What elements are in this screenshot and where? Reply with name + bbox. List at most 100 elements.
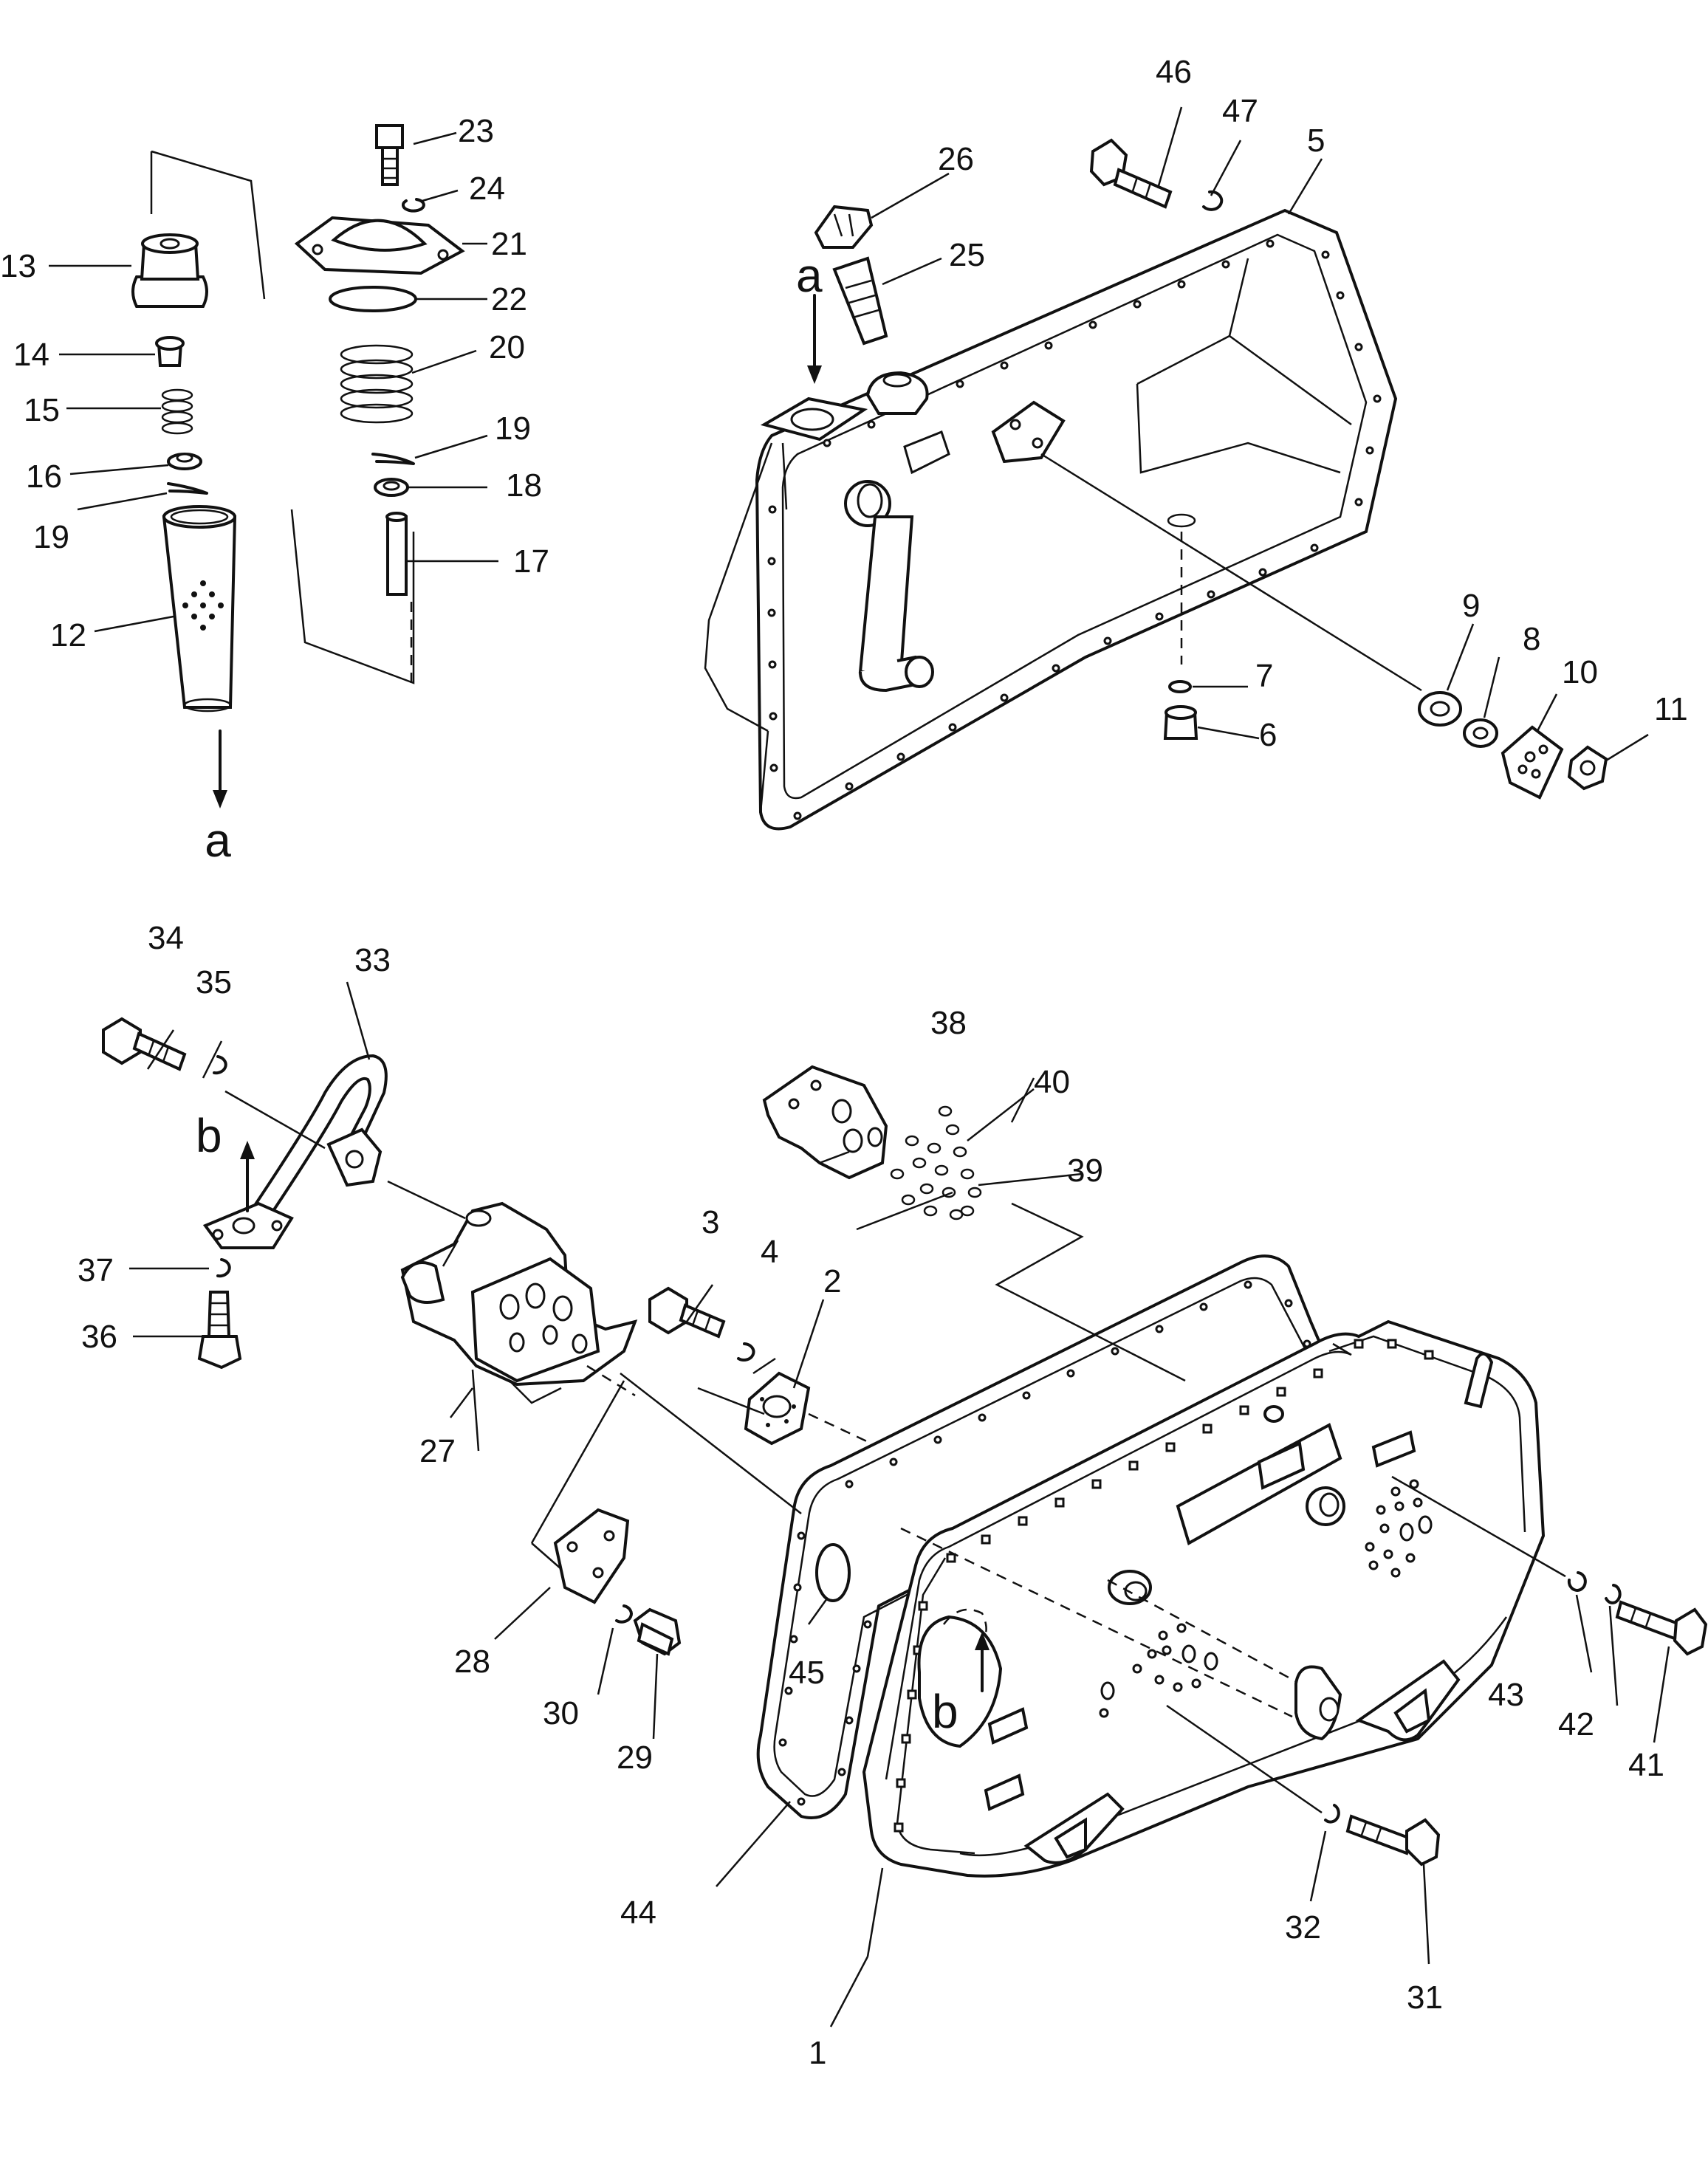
callout-3: 3 — [702, 1204, 719, 1240]
filter-group-bracket — [151, 150, 266, 300]
view-marker-b-pipe: b — [196, 1109, 222, 1162]
filter-group-bracket-lower — [290, 509, 415, 684]
callout-46: 46 — [1156, 54, 1192, 90]
callout-47: 47 — [1222, 93, 1258, 129]
callout-28: 28 — [454, 1644, 490, 1680]
callout-20: 20 — [489, 329, 525, 365]
tank-bracket — [991, 400, 1066, 464]
washer-8 — [1463, 718, 1498, 748]
callout-34: 34 — [148, 920, 184, 956]
bolt-23 — [375, 124, 404, 186]
tank-boss-lower — [1294, 1665, 1342, 1741]
callout-21: 21 — [491, 226, 527, 262]
callout-15: 15 — [24, 392, 60, 428]
bolt-31 — [1345, 1814, 1441, 1867]
flange-37 — [202, 1201, 294, 1249]
callout-25: 25 — [949, 237, 985, 273]
callout-16: 16 — [26, 459, 62, 495]
washer-30 — [615, 1604, 633, 1624]
washer-42 — [1605, 1584, 1622, 1604]
callout-17: 17 — [513, 543, 549, 580]
view-b-window — [917, 1608, 1003, 1748]
valve-body-27 — [400, 1201, 638, 1404]
o-ring-7 — [1168, 680, 1192, 693]
bolt-46 — [1089, 138, 1173, 209]
callout-6: 6 — [1259, 717, 1277, 753]
callout-27: 27 — [419, 1433, 456, 1469]
callout-10: 10 — [1562, 654, 1598, 690]
valve-plate-38 — [762, 1065, 888, 1180]
bolt-29 — [633, 1607, 682, 1656]
callout-24: 24 — [469, 171, 505, 207]
bolt-34 — [102, 1017, 187, 1071]
valve-spring — [161, 388, 193, 435]
callout-9: 9 — [1462, 588, 1480, 624]
callout-14: 14 — [13, 337, 49, 373]
callout-32: 32 — [1285, 1909, 1321, 1946]
washer-35 — [213, 1055, 227, 1075]
callout-45: 45 — [789, 1655, 825, 1691]
callout-40: 40 — [1034, 1064, 1070, 1100]
spring-retainer — [167, 453, 202, 470]
callout-44: 44 — [620, 1895, 656, 1931]
oil-pipe-33 — [250, 1054, 388, 1223]
callout-33: 33 — [354, 942, 391, 978]
bolt-3 — [648, 1286, 726, 1339]
callout-26: 26 — [938, 141, 974, 177]
callout-19-left: 19 — [33, 519, 69, 555]
upper-tank-flange-holes — [767, 239, 1382, 820]
callout-18: 18 — [506, 467, 542, 504]
washer-18 — [374, 478, 409, 497]
filter-cap — [131, 233, 208, 308]
tank-port-holes-center — [1099, 1623, 1218, 1718]
inspection-window — [903, 430, 950, 475]
nut-11 — [1567, 745, 1608, 791]
main-tank-body — [862, 1319, 1546, 1878]
tank-port-holes-right — [1365, 1479, 1433, 1578]
cap-26 — [814, 205, 874, 249]
top-boss — [865, 371, 929, 415]
seal-9 — [1418, 691, 1462, 727]
gasket-holes — [778, 1280, 1311, 1806]
o-ring-22 — [329, 286, 417, 312]
o-ring-45 — [815, 1543, 851, 1602]
washer-4 — [737, 1342, 755, 1362]
tank-hanger-bottom — [1023, 1792, 1125, 1864]
clip-left — [167, 482, 208, 495]
view-marker-a-tank: a — [796, 249, 823, 302]
callout-43: 43 — [1488, 1677, 1524, 1713]
filter-cover — [294, 216, 465, 275]
callout-22: 22 — [491, 281, 527, 317]
washer-32 — [1324, 1804, 1340, 1824]
callout-31: 31 — [1407, 1980, 1443, 2016]
main-tank-group — [129, 981, 1708, 2027]
filler-neck — [760, 396, 868, 510]
washer-24 — [401, 198, 425, 213]
callout-labels: 13 14 15 16 19 12 23 24 21 22 20 19 18 1… — [0, 54, 1688, 2071]
view-marker-b-tank: b — [932, 1685, 958, 1738]
suction-pipe — [844, 480, 934, 693]
callout-37: 37 — [78, 1252, 114, 1288]
callout-19-right: 19 — [495, 411, 531, 447]
callout-7: 7 — [1255, 658, 1273, 694]
breather-25 — [832, 256, 888, 346]
filter-assembly-group — [49, 124, 498, 808]
drain-plug — [1163, 705, 1198, 740]
clip-right — [371, 453, 415, 465]
filter-element — [162, 505, 237, 713]
washer-43 — [1567, 1571, 1587, 1592]
pin-17 — [385, 512, 408, 596]
callout-4: 4 — [761, 1234, 778, 1270]
tank-boss-center — [1108, 1570, 1152, 1605]
washer-47 — [1202, 190, 1224, 211]
callout-8: 8 — [1523, 621, 1540, 657]
callout-30: 30 — [543, 1695, 579, 1731]
callout-38: 38 — [930, 1005, 967, 1041]
callout-39: 39 — [1067, 1153, 1103, 1189]
callout-11: 11 — [1654, 691, 1688, 727]
callout-42: 42 — [1558, 1706, 1594, 1742]
relief-valve — [155, 336, 185, 367]
cover-plate-10 — [1500, 725, 1564, 800]
callout-13: 13 — [0, 248, 36, 284]
